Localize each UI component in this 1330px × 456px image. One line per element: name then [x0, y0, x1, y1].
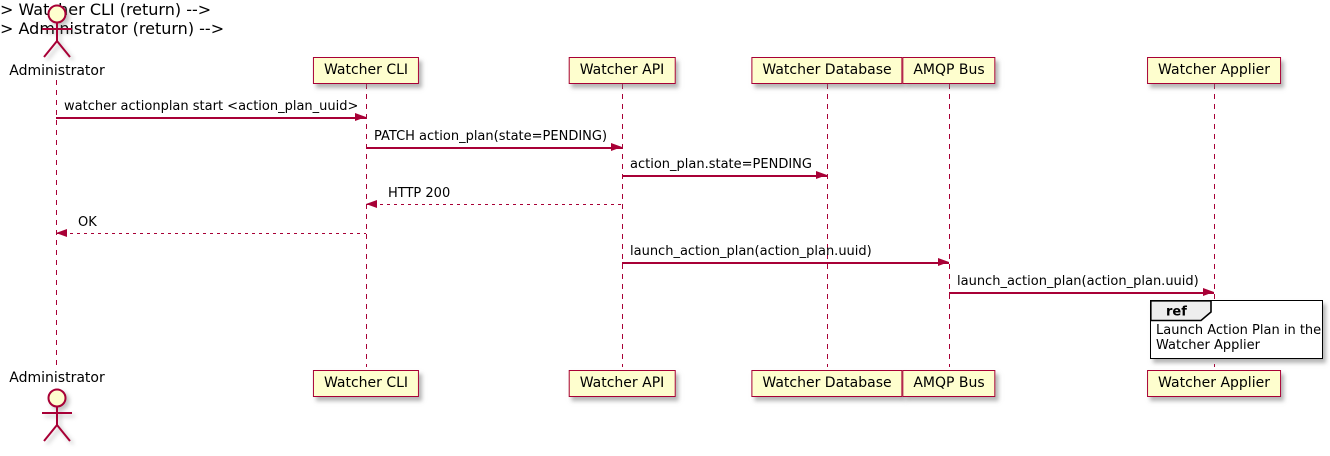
lifeline-watcher-database	[827, 84, 828, 367]
participant-watcher-database-top: Watcher Database	[751, 57, 903, 84]
participant-watcher-cli-top: Watcher CLI	[312, 57, 420, 84]
ref-text-line: Watcher Applier	[1156, 338, 1260, 353]
message-label: watcher actionplan start <action_plan_uu…	[64, 99, 359, 114]
message-line	[56, 233, 366, 235]
actor-administrator-bottom	[33, 387, 81, 449]
message-line	[366, 147, 622, 149]
message-label: launch_action_plan(action_plan.uuid)	[957, 274, 1199, 289]
arrowhead-icon	[56, 229, 67, 237]
arrowhead-icon	[816, 171, 827, 179]
message-label: action_plan.state=PENDING	[630, 157, 812, 172]
ref-fragment: ref Launch Action Plan in the Watcher Ap…	[1150, 300, 1323, 359]
arrowhead-icon	[1203, 288, 1214, 296]
ref-text-line: Launch Action Plan in the	[1156, 323, 1322, 338]
lifeline-administrator	[56, 80, 57, 367]
participant-watcher-database-bottom: Watcher Database	[751, 370, 903, 397]
actor-label-top: Administrator	[9, 63, 105, 79]
participant-watcher-applier-bottom: Watcher Applier	[1147, 370, 1281, 397]
message-label: HTTP 200	[388, 186, 451, 201]
message-line	[366, 204, 622, 206]
lifeline-watcher-applier	[1214, 84, 1215, 367]
actor-icon	[42, 4, 72, 58]
participant-amqp-bus-bottom: AMQP Bus	[902, 370, 996, 397]
message-label: PATCH action_plan(state=PENDING)	[374, 129, 608, 144]
lifeline-watcher-cli	[366, 84, 367, 367]
participant-watcher-api-top: Watcher API	[568, 57, 676, 84]
arrowhead-icon	[611, 143, 622, 151]
message-line	[56, 117, 366, 119]
message-label: launch_action_plan(action_plan.uuid)	[630, 244, 872, 259]
actor-administrator-top	[33, 3, 81, 65]
arrowhead-icon	[938, 258, 949, 266]
participant-watcher-applier-top: Watcher Applier	[1147, 57, 1281, 84]
message-line	[949, 292, 1214, 294]
message-line	[622, 262, 949, 264]
participant-watcher-cli-bottom: Watcher CLI	[312, 370, 420, 397]
participant-amqp-bus-top: AMQP Bus	[902, 57, 996, 84]
ref-body: Launch Action Plan in the Watcher Applie…	[1156, 323, 1321, 353]
ref-keyword: ref	[1166, 305, 1187, 320]
lifeline-watcher-api	[622, 84, 623, 367]
lifeline-amqp-bus	[949, 84, 950, 367]
arrowhead-icon	[355, 113, 366, 121]
message-label: OK	[78, 215, 97, 230]
ref-tab-icon: ref	[1150, 300, 1212, 322]
message-line	[622, 175, 827, 177]
actor-icon	[42, 388, 72, 442]
actor-label-bottom: Administrator	[9, 370, 105, 386]
participant-watcher-api-bottom: Watcher API	[568, 370, 676, 397]
arrowhead-icon	[366, 200, 377, 208]
